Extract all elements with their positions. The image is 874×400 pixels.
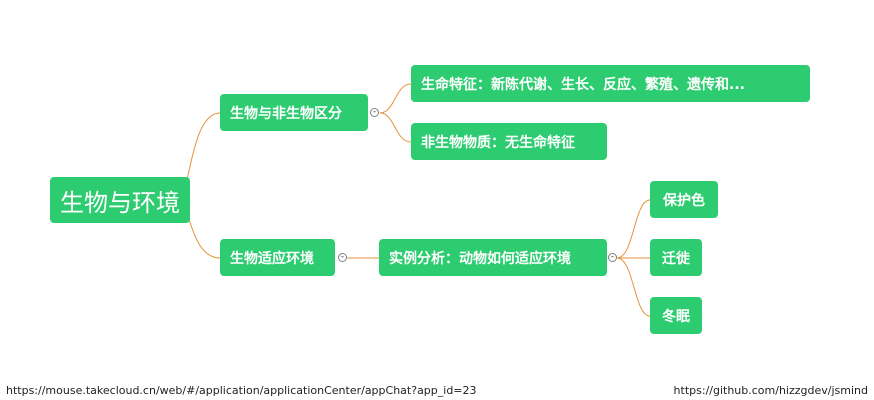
root-node[interactable]: 生物与环境 bbox=[50, 177, 190, 223]
leaf-node-label: 保护色 bbox=[663, 192, 705, 209]
connector-branch-1-child-1 bbox=[379, 83, 412, 114]
branch-node-adaptation[interactable]: 生物适应环境 bbox=[220, 239, 335, 276]
collapse-toggle-branch-1[interactable]: - bbox=[370, 107, 379, 117]
branch-node-label: 生物与非生物区分 bbox=[230, 105, 342, 122]
leaf-node-label: 冬眠 bbox=[662, 308, 690, 325]
leaf-node-label: 迁徙 bbox=[662, 250, 690, 267]
collapse-toggle-example[interactable]: - bbox=[608, 252, 617, 262]
connector-example-leaf-1 bbox=[616, 199, 651, 259]
footer-source-url: https://mouse.takecloud.cn/web/#/applica… bbox=[6, 384, 477, 397]
branch-node-label: 生物适应环境 bbox=[230, 250, 314, 267]
child-node-life-characteristics[interactable]: 生命特征：新陈代谢、生长、反应、繁殖、遗传和... bbox=[411, 65, 810, 102]
child-node-label: 生命特征：新陈代谢、生长、反应、繁殖、遗传和... bbox=[421, 76, 745, 93]
child-node-label: 非生物物质：无生命特征 bbox=[421, 134, 575, 151]
branch-node-living-vs-nonliving[interactable]: 生物与非生物区分 bbox=[220, 94, 368, 131]
connector-example-leaf-3 bbox=[616, 257, 651, 317]
collapse-toggle-branch-2[interactable]: - bbox=[338, 252, 347, 262]
footer-jsmind-url: https://github.com/hizzgdev/jsmind bbox=[673, 384, 868, 397]
leaf-node-camouflage[interactable]: 保护色 bbox=[650, 181, 718, 218]
child-node-label: 实例分析：动物如何适应环境 bbox=[389, 250, 571, 267]
child-node-nonliving-matter[interactable]: 非生物物质：无生命特征 bbox=[411, 123, 607, 160]
child-node-example-analysis[interactable]: 实例分析：动物如何适应环境 bbox=[379, 239, 607, 276]
leaf-node-hibernation[interactable]: 冬眠 bbox=[650, 297, 702, 334]
connector-branch-1-child-2 bbox=[379, 112, 412, 143]
root-node-label: 生物与环境 bbox=[60, 188, 180, 217]
leaf-node-migration[interactable]: 迁徙 bbox=[650, 239, 702, 276]
